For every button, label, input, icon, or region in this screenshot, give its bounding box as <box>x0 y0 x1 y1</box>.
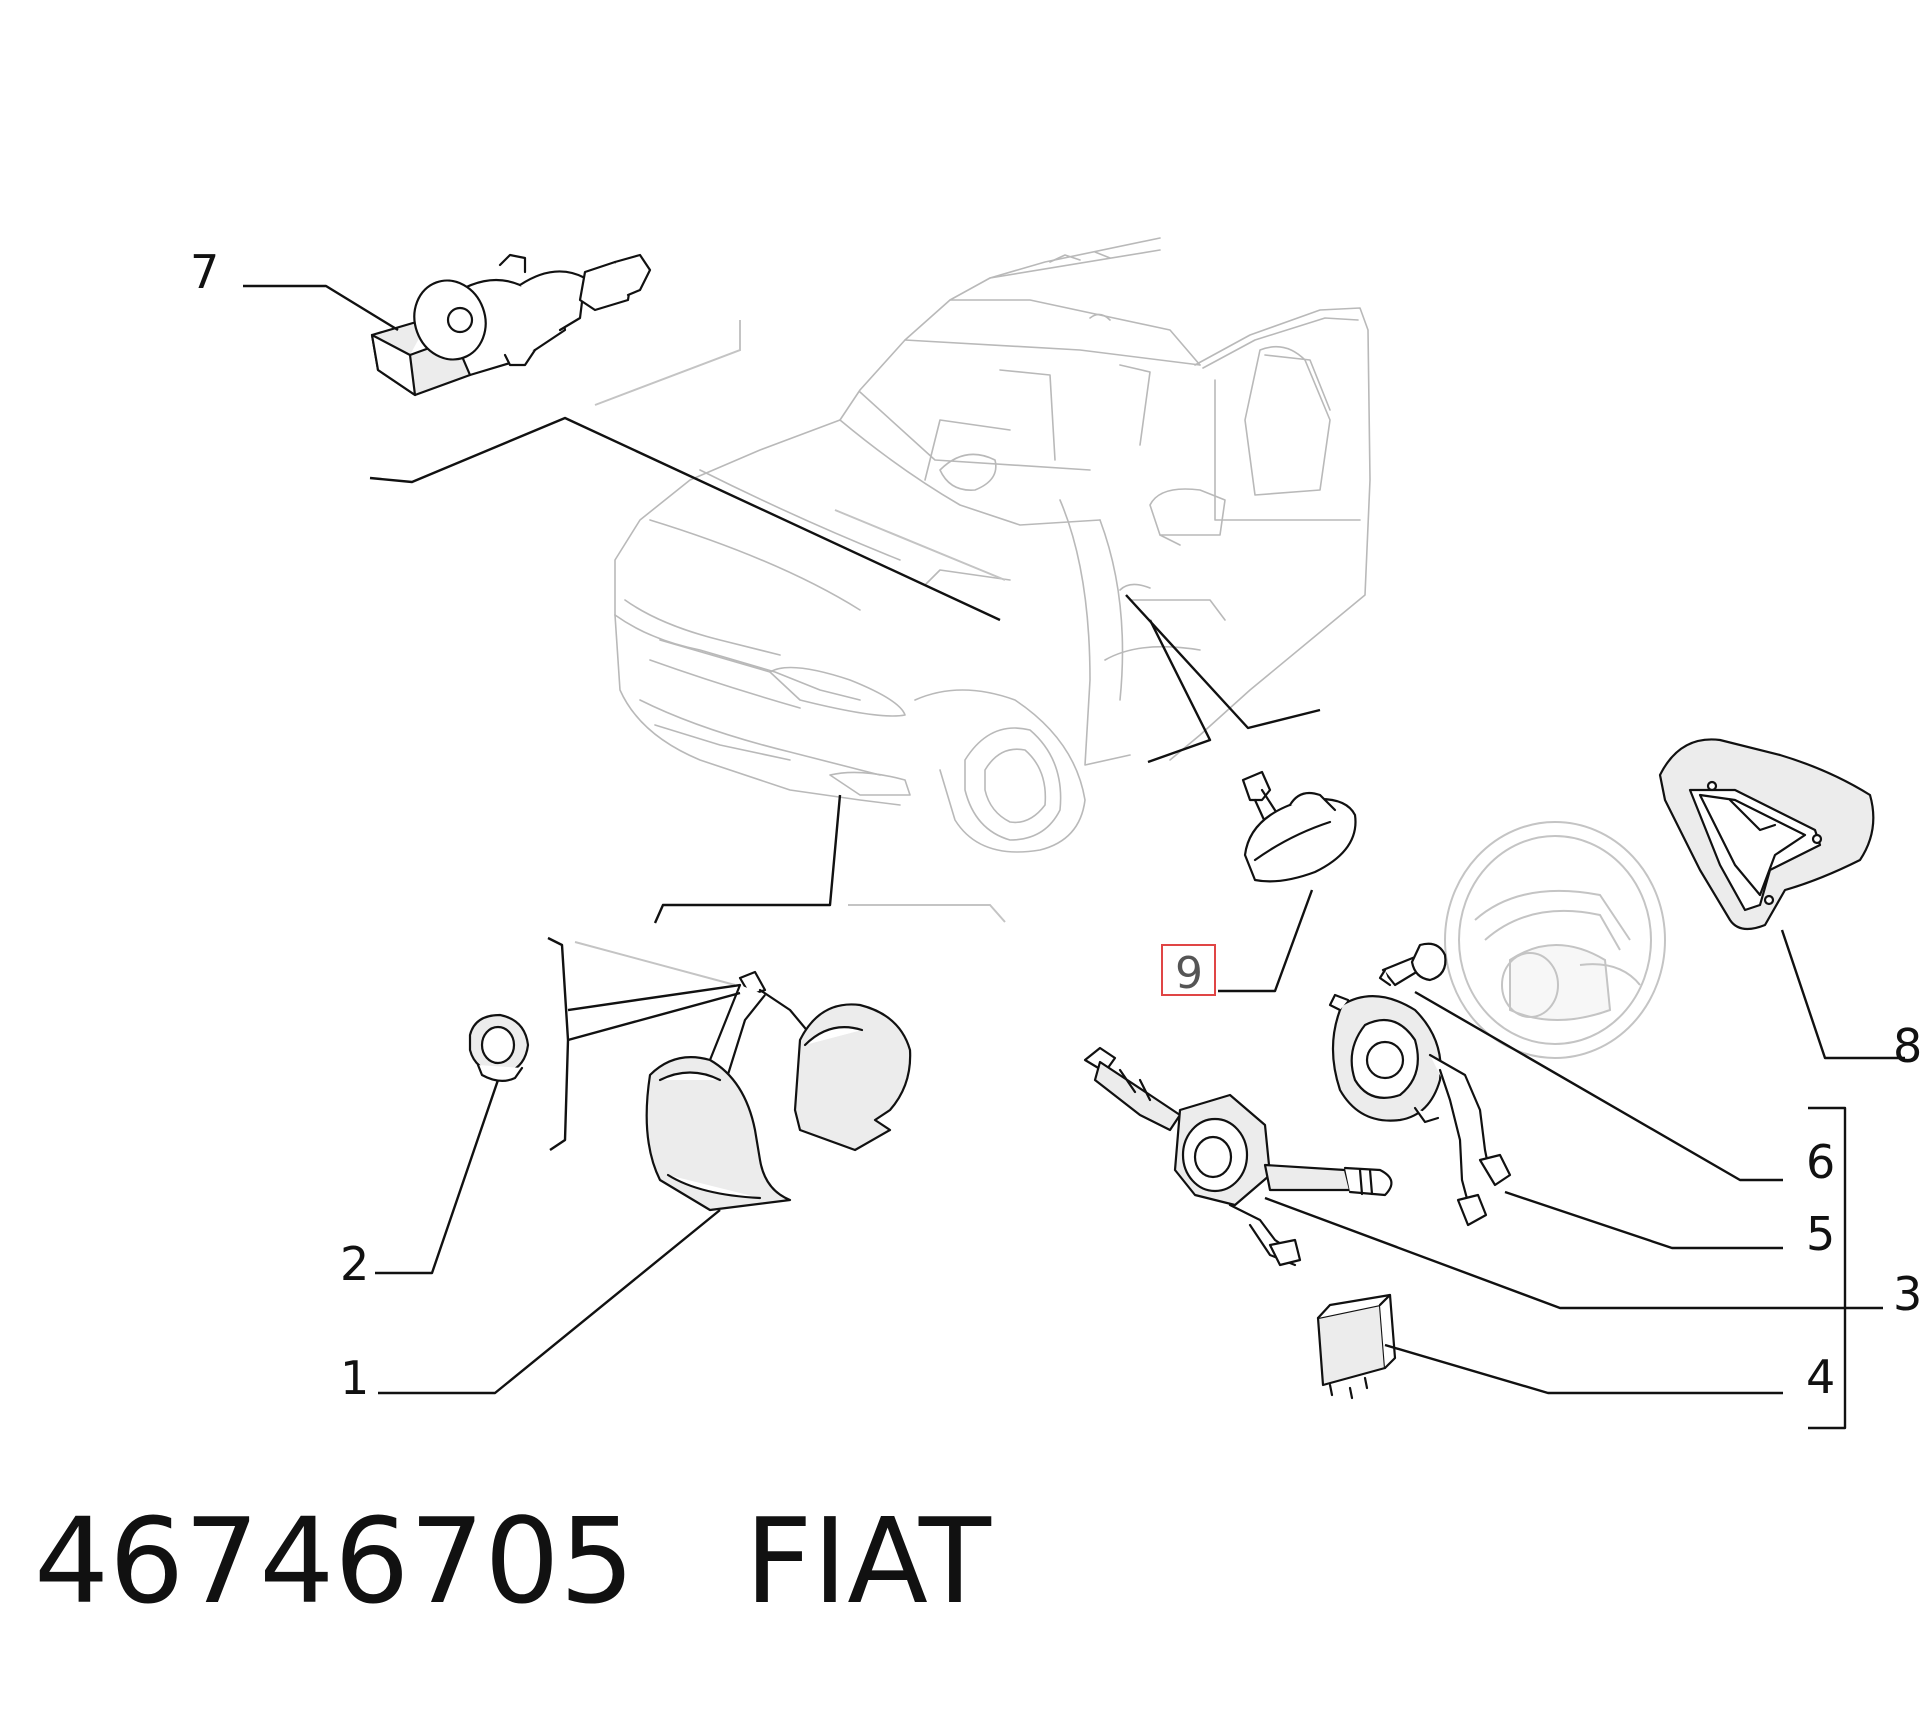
horn-icon <box>645 970 912 1212</box>
callout-7[interactable]: 7 <box>190 245 219 299</box>
side-repeater-lamp-icon <box>1241 770 1357 883</box>
car-outline <box>614 237 1371 853</box>
steering-column-switch-icon <box>1083 1046 1393 1267</box>
callout-3[interactable]: 3 <box>1893 1267 1920 1321</box>
brand-name: FIAT <box>744 1492 991 1630</box>
callout-9[interactable]: 9 <box>1175 948 1203 999</box>
callout-1[interactable]: 1 <box>340 1351 369 1405</box>
airbag-screw-icon <box>1378 942 1447 987</box>
callout-8[interactable]: 8 <box>1893 1019 1920 1073</box>
part-number: 46746705 <box>34 1492 635 1630</box>
callout-2[interactable]: 2 <box>340 1237 369 1291</box>
leader-lines <box>243 284 1905 1430</box>
clock-spring-icon <box>1328 993 1512 1227</box>
callout-6[interactable]: 6 <box>1806 1135 1835 1189</box>
steering-wheel-airbag-icon <box>1658 738 1875 931</box>
callout-4[interactable]: 4 <box>1806 1350 1835 1404</box>
ignition-switch-icon <box>370 253 652 397</box>
callout-5[interactable]: 5 <box>1806 1207 1835 1261</box>
relay-icon <box>1316 1293 1397 1400</box>
rubber-grommet-icon <box>468 1013 530 1082</box>
callout-9-highlight-box <box>1161 944 1216 996</box>
steering-wheel-icon <box>1444 821 1666 1059</box>
